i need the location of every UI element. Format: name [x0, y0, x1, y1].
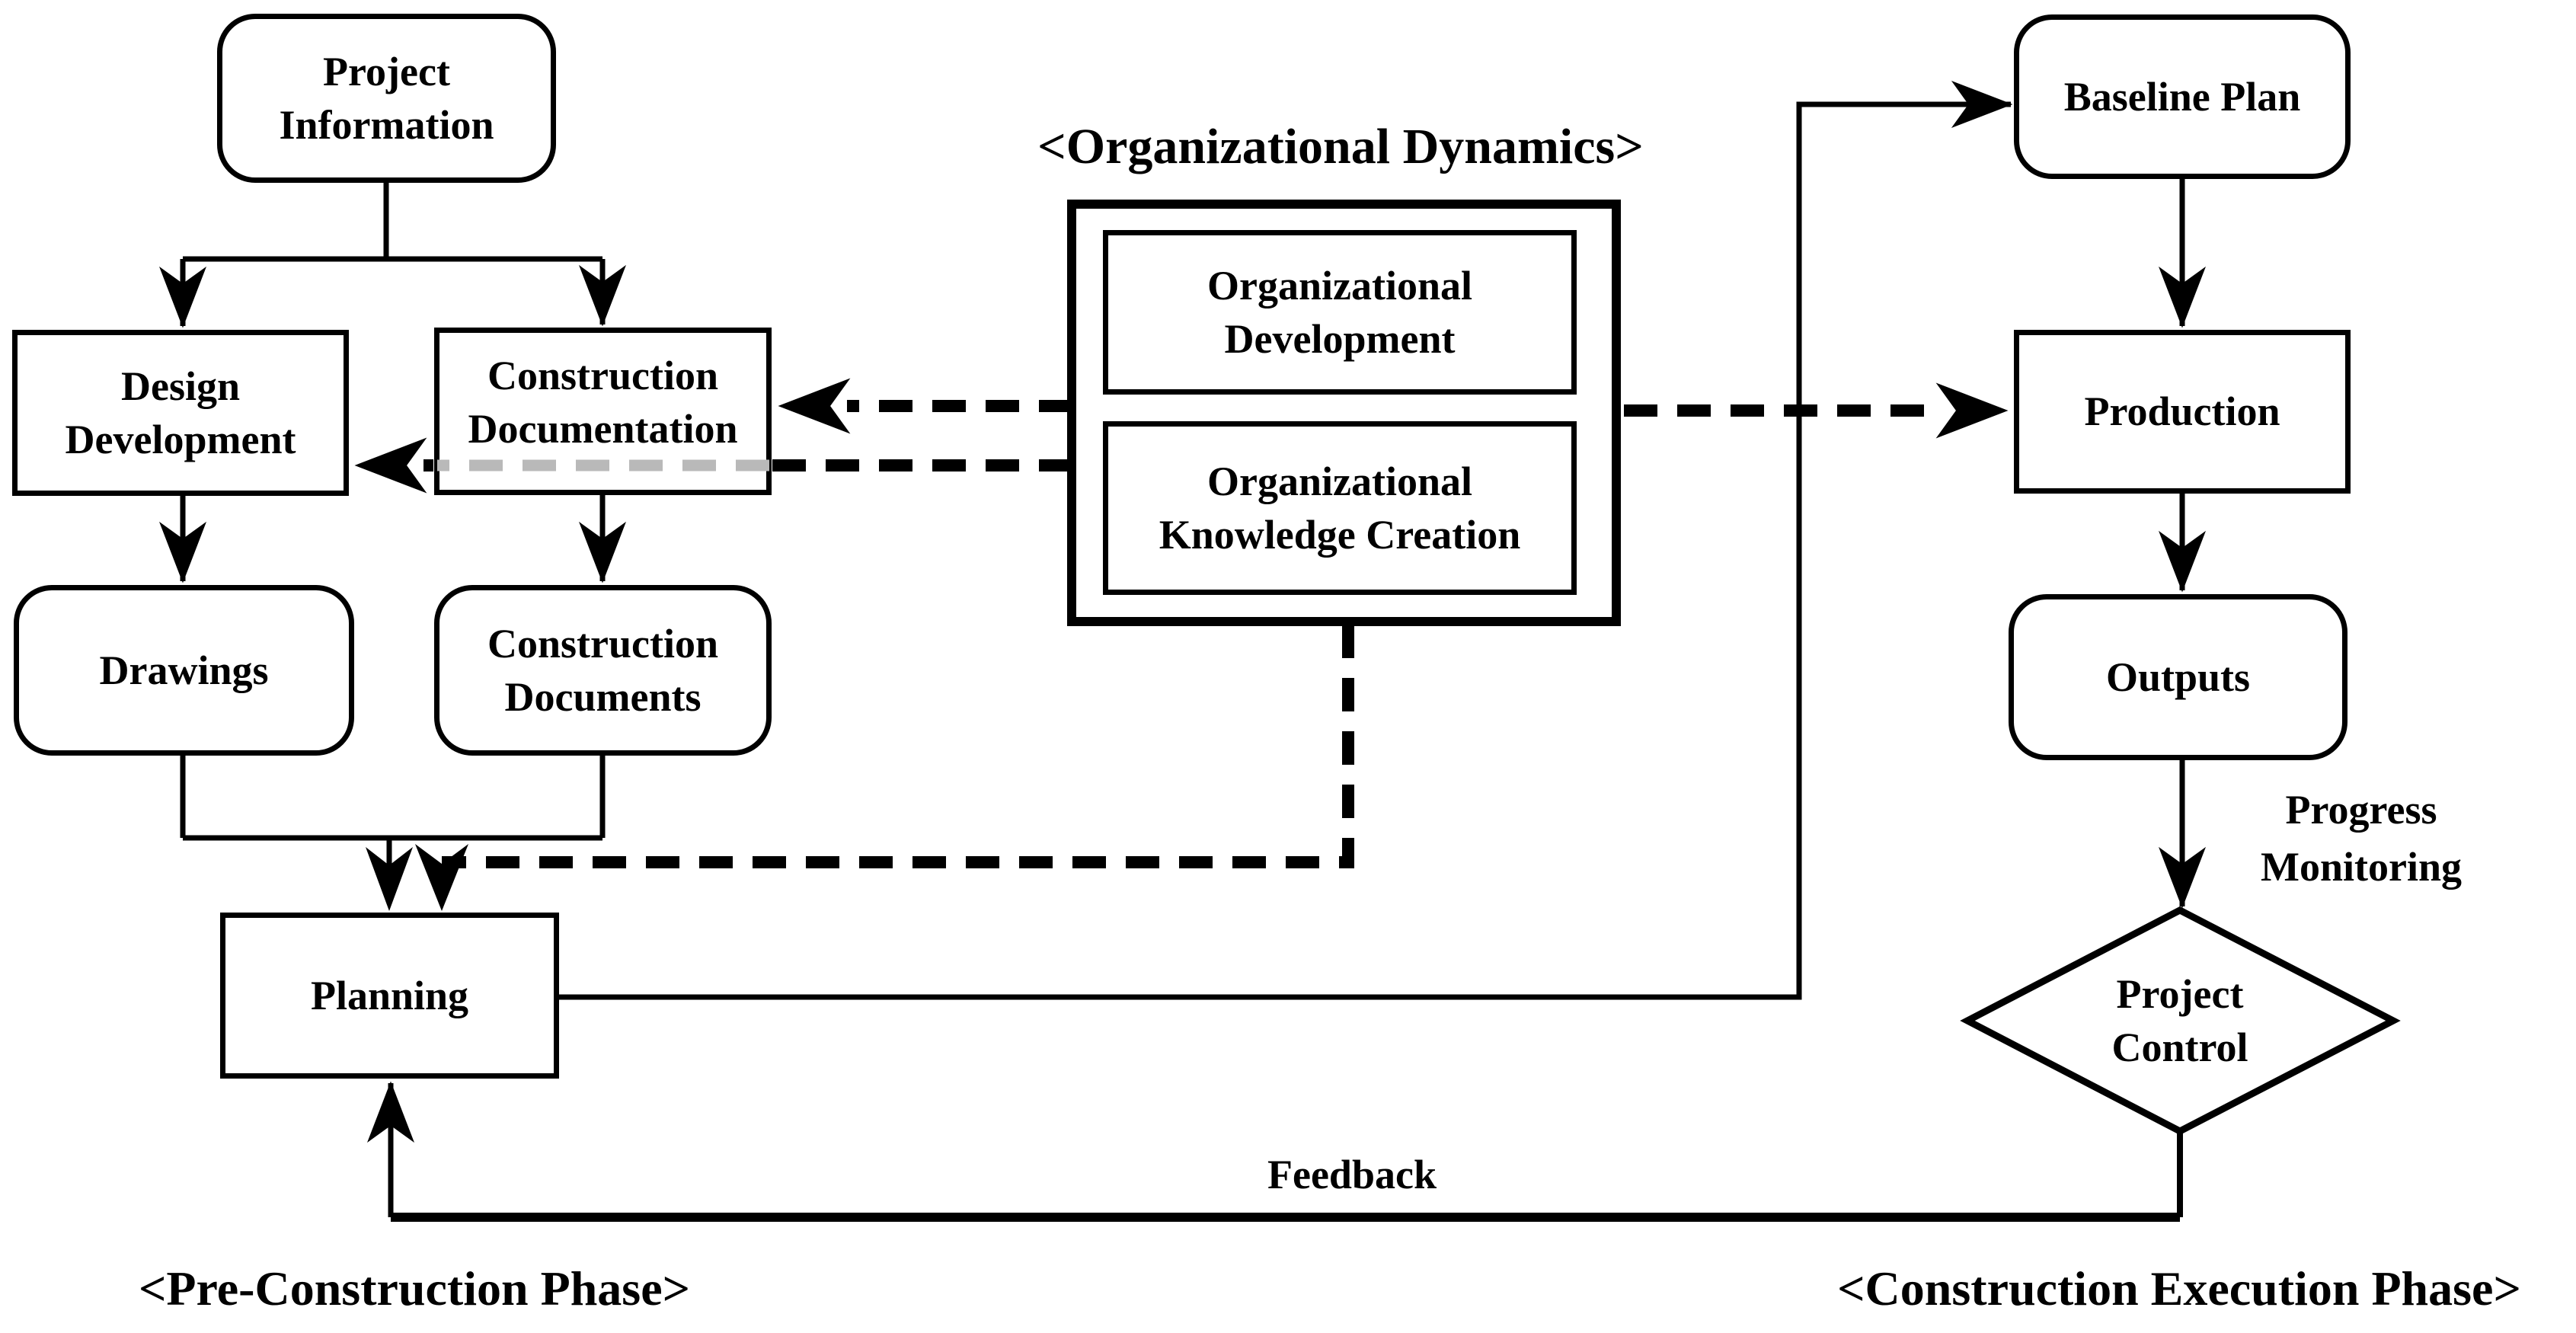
- node-drawings: Drawings: [14, 585, 354, 756]
- node-project-information: Project Information: [217, 14, 556, 183]
- node-organizational-knowledge-creation-label: Organizational Knowledge Creation: [1159, 458, 1521, 558]
- node-organizational-knowledge-creation: Organizational Knowledge Creation: [1103, 421, 1577, 595]
- arrowhead-dashed-into-planning: [415, 844, 468, 911]
- group-organizational-dynamics: Organizational Development Organizationa…: [1067, 200, 1621, 626]
- node-planning-label: Planning: [310, 972, 469, 1018]
- arrowhead-merge-into-planning: [366, 847, 413, 911]
- organizational-dynamics-title: <Organizational Dynamics>: [1037, 119, 1644, 174]
- node-construction-documents: Construction Documents: [434, 585, 772, 756]
- node-design-development-label: Design Development: [65, 363, 296, 462]
- node-construction-documentation-label: Construction Documentation: [468, 352, 738, 452]
- edge-label-progress-monitoring: Progress Monitoring: [2261, 787, 2462, 890]
- node-outputs-label: Outputs: [2105, 654, 2251, 700]
- node-baseline-plan-label: Baseline Plan: [2063, 73, 2301, 120]
- node-drawings-label: Drawings: [99, 647, 269, 693]
- node-organizational-development: Organizational Development: [1103, 230, 1577, 395]
- pre-construction-phase-label: <Pre-Construction Phase>: [138, 1261, 691, 1315]
- node-project-control-label-box: Project Control: [2066, 954, 2294, 1088]
- node-project-information-label: Project Information: [279, 48, 494, 148]
- node-construction-documentation: Construction Documentation: [434, 328, 772, 495]
- node-outputs: Outputs: [2009, 594, 2347, 760]
- node-production-label: Production: [2084, 388, 2280, 435]
- edge-label-feedback: Feedback: [1267, 1152, 1437, 1197]
- construction-execution-phase-label: <Construction Execution Phase>: [1837, 1261, 2521, 1315]
- node-planning: Planning: [220, 913, 559, 1079]
- node-baseline-plan: Baseline Plan: [2014, 14, 2351, 179]
- node-design-development: Design Development: [12, 330, 349, 496]
- node-production: Production: [2014, 330, 2351, 494]
- node-project-control-label: Project Control: [2111, 970, 2248, 1070]
- node-construction-documents-label: Construction Documents: [487, 620, 718, 720]
- node-organizational-development-label: Organizational Development: [1207, 262, 1472, 362]
